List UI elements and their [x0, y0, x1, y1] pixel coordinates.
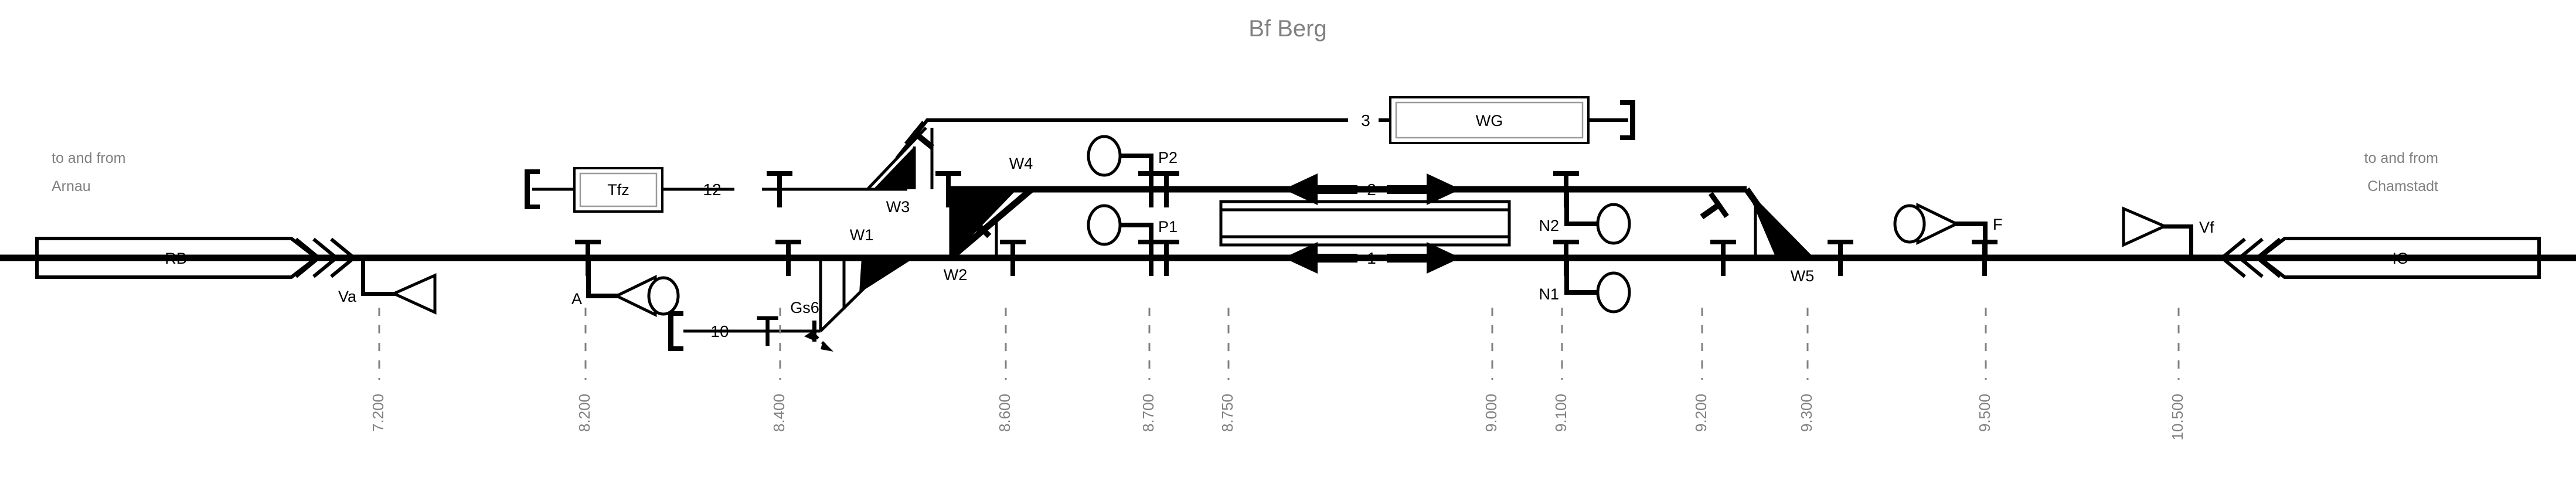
km-marker-label: 9.300: [1798, 394, 1815, 432]
signal-n2[interactable]: N2: [1539, 189, 1631, 245]
switch-w1: W1: [819, 226, 914, 332]
km-marker-label: 9.100: [1552, 394, 1570, 432]
track-2-number: 2: [1367, 180, 1376, 199]
switch-w3-label: W3: [886, 198, 910, 216]
buffer-stop-track-10: [668, 311, 683, 351]
signal-va[interactable]: Va: [338, 258, 437, 315]
signal-n2-label: N2: [1539, 217, 1559, 234]
km-marker-label: 9.200: [1692, 394, 1710, 432]
switch-w2-label: W2: [944, 266, 968, 284]
signal-n1[interactable]: N1: [1539, 258, 1631, 314]
track-1-number: 1: [1367, 249, 1376, 267]
building-wg: WG: [1389, 96, 1590, 144]
km-marker-group: 7.200 8.200 8.400 8.600 8.700 8.750 9.000 9.100…: [369, 308, 2186, 441]
track-1-direction-arrows: 1: [1284, 242, 1461, 274]
signal-f-label: F: [1993, 216, 2003, 233]
signal-p1-label: P1: [1158, 218, 1178, 236]
switch-w1-label: W1: [850, 226, 874, 244]
platform: [1219, 200, 1511, 247]
switch-w5-label: W5: [1791, 267, 1815, 285]
track-2-direction-arrows: 2: [1284, 173, 1461, 205]
right-endpoint-caption-line1: to and from: [2364, 150, 2438, 166]
km-marker-label: 9.500: [1976, 394, 1993, 432]
track-3-route: 3: [895, 111, 1370, 159]
km-marker-label: 8.200: [576, 394, 593, 432]
signal-a-label: A: [571, 290, 582, 308]
km-marker-label: 7.200: [369, 394, 387, 432]
switch-w2: W2: [944, 186, 1034, 284]
km-marker-label: 8.600: [996, 394, 1013, 432]
signal-f[interactable]: F: [1893, 203, 2003, 258]
building-tfz-label: Tfz: [607, 181, 629, 199]
derailer-gs6: Gs6: [790, 299, 833, 352]
page-title: Bf Berg: [1248, 16, 1326, 42]
signal-p1[interactable]: P1: [1087, 204, 1178, 276]
track-10-number: 10: [710, 322, 729, 340]
building-tfz: Tfz: [573, 167, 663, 213]
signal-a[interactable]: A: [571, 240, 680, 317]
switch-w4-label: W4: [1009, 155, 1033, 172]
km-marker-label: 8.400: [770, 394, 788, 432]
signal-p2-label: P2: [1158, 149, 1178, 166]
signal-n1-label: N1: [1539, 285, 1559, 303]
km-marker-label: 8.750: [1219, 394, 1236, 432]
train-rb: RB: [35, 237, 357, 279]
km-marker-label: 8.700: [1139, 394, 1157, 432]
switch-w5: W5: [1700, 186, 1815, 285]
train-ic-label: IC: [2393, 250, 2408, 267]
signal-vf[interactable]: Vf: [2122, 206, 2214, 258]
right-endpoint-caption-line2: Chamstadt: [2367, 178, 2438, 195]
track-12-number: 12: [703, 180, 721, 199]
building-wg-label: WG: [1476, 112, 1503, 130]
km-marker-label: 9.000: [1482, 394, 1500, 432]
left-endpoint-caption-line2: Arnau: [52, 178, 91, 195]
signal-vf-label: Vf: [2199, 219, 2214, 236]
track-3-number: 3: [1361, 111, 1370, 130]
train-ic: IC: [2219, 237, 2541, 279]
train-rb-label: RB: [165, 250, 187, 267]
signal-va-label: Va: [338, 288, 357, 305]
derailer-gs6-label: Gs6: [790, 299, 819, 316]
signal-p2[interactable]: P2: [1087, 135, 1178, 207]
km-marker-label: 10.500: [2169, 394, 2186, 441]
left-endpoint-caption-line1: to and from: [52, 150, 125, 166]
